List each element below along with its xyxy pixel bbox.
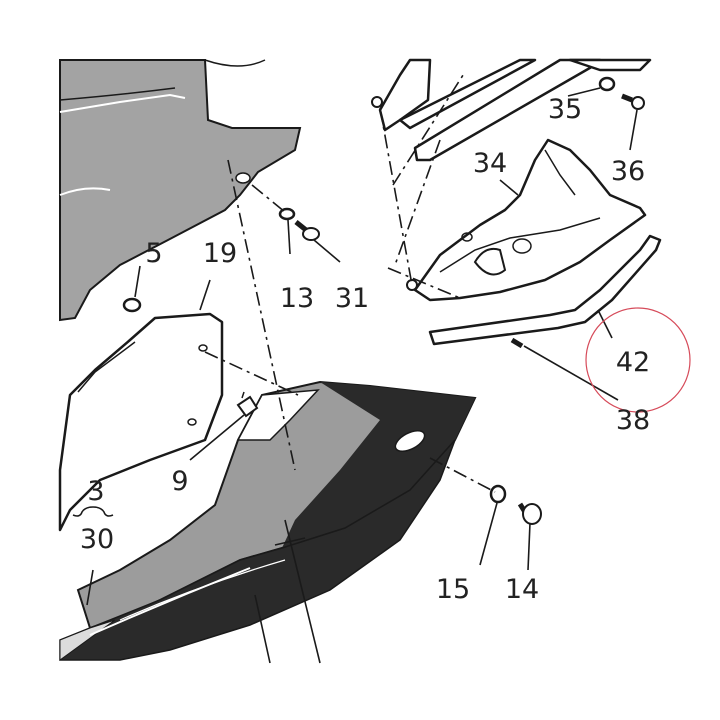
callout-labels: 3 30 5 19 13 31 9 34 35 36 42 38 15 14 (80, 94, 650, 605)
screw-part-36 (621, 93, 645, 110)
washer-part-35 (598, 76, 616, 92)
part-42-rubber-strip (428, 234, 662, 346)
callout-30: 30 (80, 524, 114, 555)
top-trim-strips (371, 58, 652, 162)
callout-36: 36 (611, 156, 645, 187)
callout-19: 19 (203, 238, 237, 269)
callout-9: 9 (171, 466, 188, 497)
washer-part-13 (278, 207, 296, 221)
assembly-lines (204, 71, 496, 493)
lower-fairing-panel (59, 380, 477, 661)
part-9-clip (236, 391, 259, 418)
washer-part-15 (489, 484, 507, 504)
callout-14: 14 (505, 574, 539, 605)
screw-part-38 (510, 337, 524, 349)
washer-part-5 (122, 297, 142, 313)
callout-3: 3 (87, 476, 104, 507)
upper-fairing-panel (59, 59, 302, 322)
callout-13: 13 (280, 283, 314, 314)
callout-34: 34 (473, 148, 507, 179)
callout-31: 31 (335, 283, 369, 314)
part-34-tail-bracket (406, 138, 647, 302)
callout-42: 42 (616, 347, 650, 378)
callout-5: 5 (145, 238, 162, 269)
callout-35: 35 (548, 94, 582, 125)
screw-part-31 (294, 220, 320, 241)
highlight-circle (585, 307, 691, 413)
callout-38: 38 (616, 405, 650, 436)
callout-15: 15 (436, 574, 470, 605)
leader-lines (72, 87, 638, 664)
screw-part-14 (517, 502, 542, 525)
part-19-side-panel (58, 312, 224, 532)
